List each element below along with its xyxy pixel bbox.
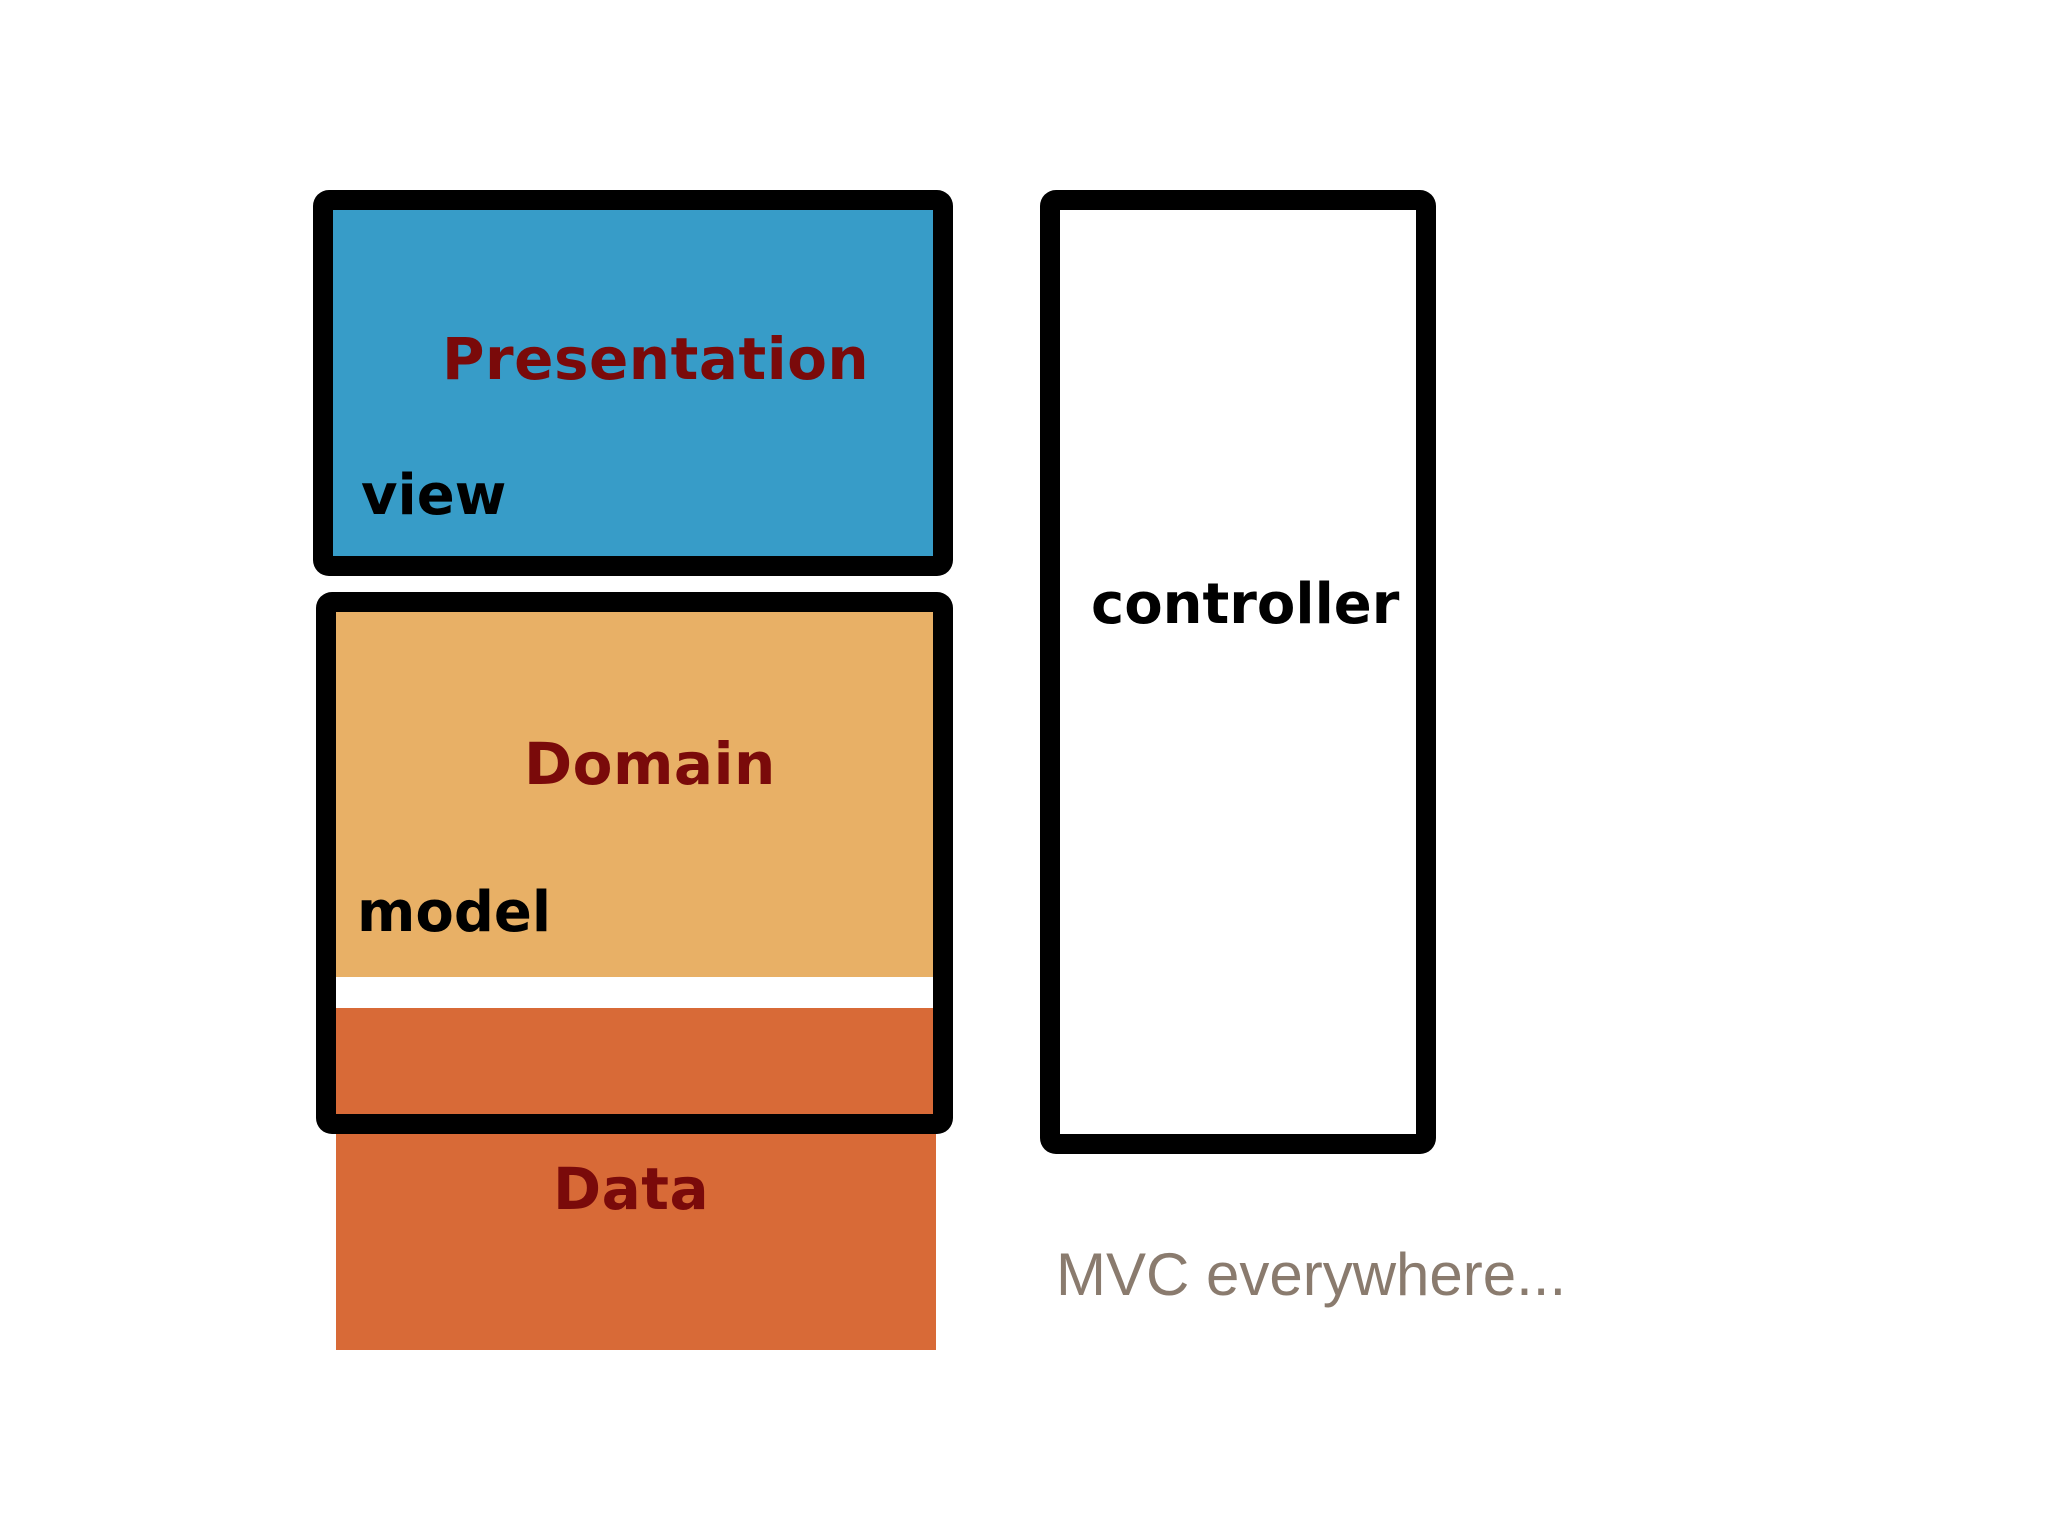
caption-text: MVC everywhere... (1056, 1241, 1567, 1308)
controller-box (1040, 190, 1436, 1154)
data-title: Data (553, 1155, 710, 1223)
model-label: model (357, 880, 552, 945)
domain-title: Domain (524, 730, 776, 798)
presentation-layer-box (313, 190, 953, 576)
controller-label: controller (1091, 572, 1400, 637)
view-label: view (361, 463, 507, 528)
domain-layer-box (316, 592, 953, 1134)
presentation-title: Presentation (442, 325, 870, 393)
